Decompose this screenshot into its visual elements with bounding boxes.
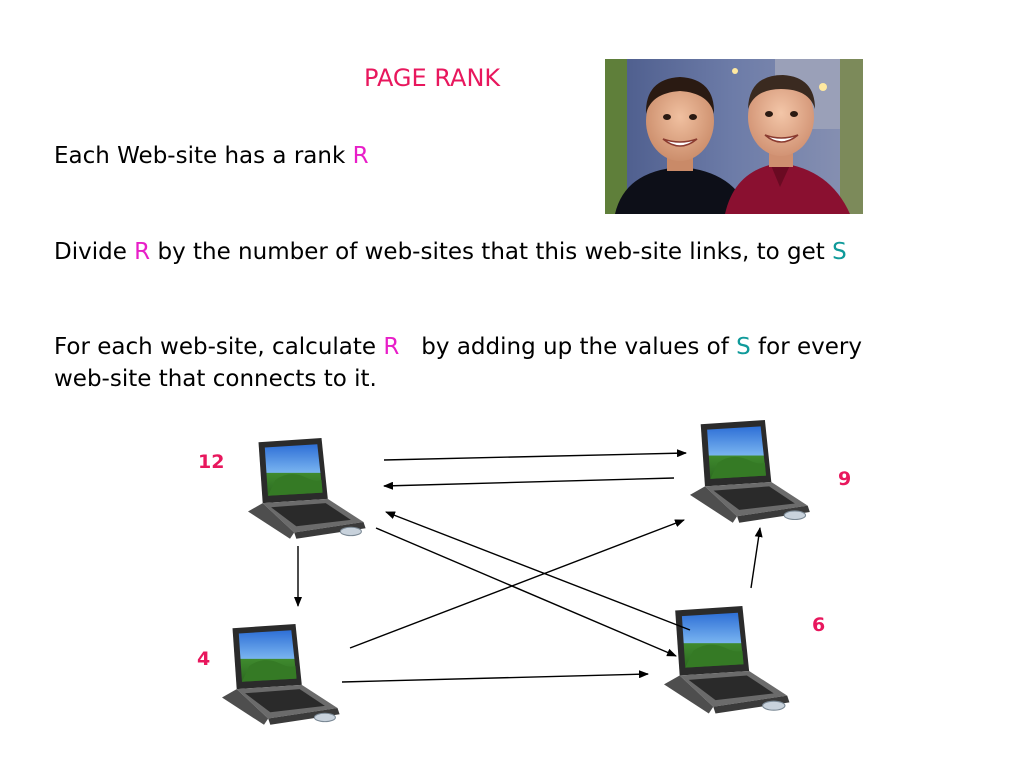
- paragraph-divide: Divide R by the number of web-sites that…: [54, 236, 847, 268]
- paragraph-text-line2: web-site that connects to it.: [54, 366, 377, 392]
- paragraph-rank: Each Web-site has a rank R: [54, 140, 369, 172]
- link-arrow-bottom-left-to-bottom-right: [341, 670, 649, 683]
- rank-label-top-right: 9: [838, 468, 852, 490]
- link-arrow-bottom-right-to-top-right: [750, 527, 763, 589]
- paragraph-calculate: For each web-site, calculate R by adding…: [54, 331, 862, 395]
- laptop-node-top-left: [247, 437, 367, 540]
- page-title: PAGE RANK: [364, 64, 501, 92]
- rank-label-bottom-left: 4: [197, 648, 211, 670]
- r-letter: R: [383, 334, 400, 360]
- r-letter: R: [352, 143, 369, 169]
- rank-label-top-left: 12: [198, 451, 225, 473]
- laptop-node-top-right: [689, 419, 811, 524]
- link-arrow-bottom-right-to-top-left: [385, 511, 691, 631]
- laptop-node-bottom-right: [663, 605, 791, 715]
- paragraph-text: Each Web-site has a rank: [54, 143, 353, 169]
- link-arrow-top-left-to-top-right: [383, 449, 687, 461]
- founders-photo: [605, 59, 863, 214]
- link-arrow-top-right-to-top-left: [383, 477, 675, 490]
- rank-label-bottom-right: 6: [812, 614, 826, 636]
- link-arrow-bottom-left-to-top-right: [349, 519, 685, 649]
- laptop-node-bottom-left: [221, 623, 341, 726]
- paragraph-text: For each web-site, calculate: [54, 334, 384, 360]
- paragraph-text: Divide: [54, 239, 135, 265]
- r-letter: R: [134, 239, 151, 265]
- paragraph-text: by adding up the values of: [399, 334, 737, 360]
- paragraph-text: for every: [750, 334, 862, 360]
- s-letter: S: [736, 334, 751, 360]
- s-letter: S: [832, 239, 847, 265]
- paragraph-text: by the number of web-sites that this web…: [150, 239, 833, 265]
- link-arrow-top-left-to-bottom-right: [375, 527, 677, 657]
